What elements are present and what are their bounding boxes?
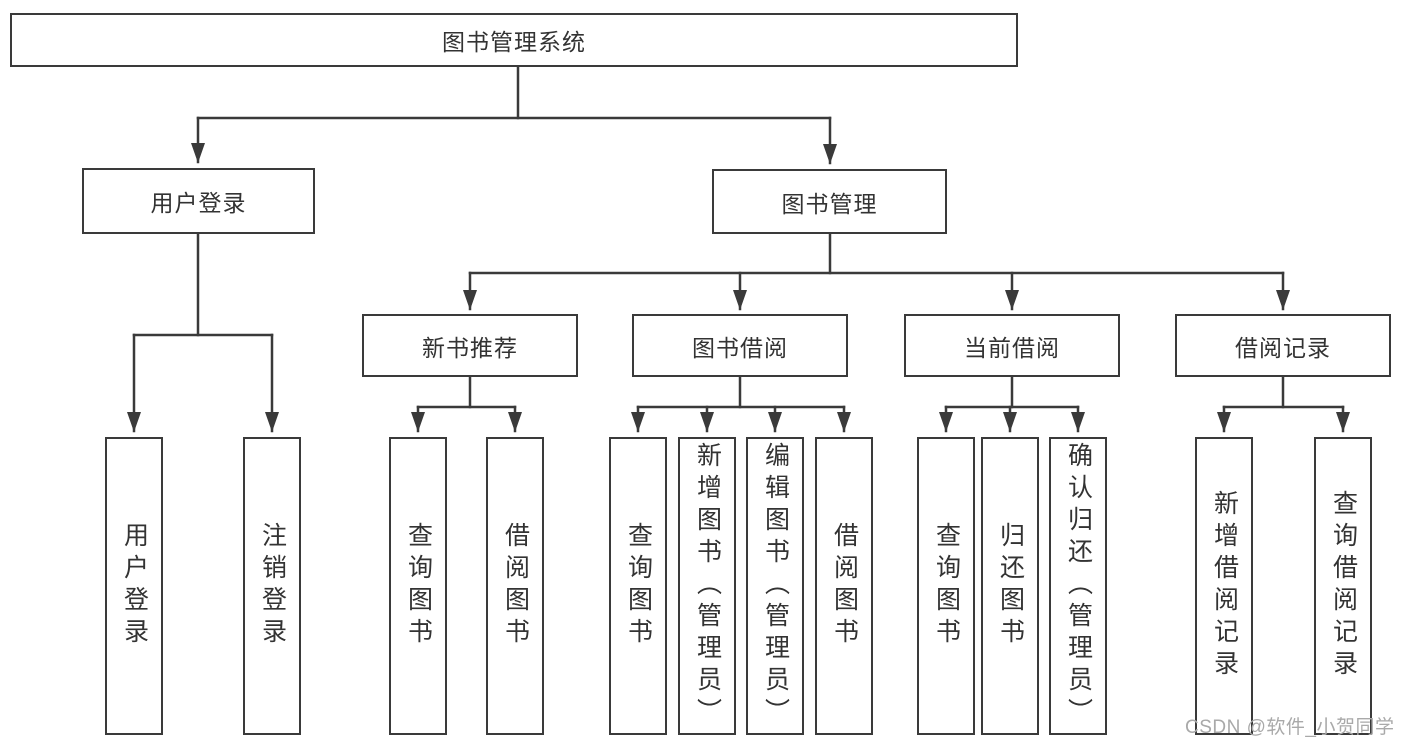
node-new-book-recommend: 新书推荐 [362,314,578,377]
node-add-book-admin: 新增图书（管理员） [678,437,736,735]
node-confirm-return-admin: 确认归还（管理员） [1049,437,1107,735]
node-library-system-label: 图书管理系统 [442,29,586,55]
node-logout-leaf: 注销登录 [243,437,301,735]
node-borrow-books-a-label: 借阅图书 [501,522,530,650]
node-borrow-books-b: 借阅图书 [815,437,873,735]
node-borrow-books-a: 借阅图书 [486,437,544,735]
node-current-borrow: 当前借阅 [904,314,1120,377]
node-confirm-return-admin-label: 确认归还（管理员） [1064,442,1093,730]
node-user-login-label: 用户登录 [150,190,247,216]
connector-group [127,65,1350,433]
node-add-book-admin-label: 新增图书（管理员） [693,442,722,730]
node-user-login-leaf-label: 用户登录 [120,522,149,650]
node-new-book-recommend-label: 新书推荐 [422,334,518,361]
node-book-borrow: 图书借阅 [632,314,848,377]
node-book-borrow-label: 图书借阅 [692,334,788,361]
node-query-books-b-label: 查询图书 [624,522,653,650]
node-borrow-records: 借阅记录 [1175,314,1391,377]
node-query-books-c-label: 查询图书 [932,522,961,650]
node-borrow-books-b-label: 借阅图书 [830,522,859,650]
node-book-management-label: 图书管理 [781,190,878,217]
node-add-borrow-record: 新增借阅记录 [1195,437,1253,735]
node-query-borrow-record-label: 查询借阅记录 [1329,490,1358,682]
node-user-login: 用户登录 [82,168,315,234]
watermark: CSDN @软件_小贺同学 [1185,717,1395,738]
node-book-management: 图书管理 [712,169,947,234]
node-add-borrow-record-label: 新增借阅记录 [1210,490,1239,682]
node-query-books-a-label: 查询图书 [404,522,433,650]
node-user-login-leaf: 用户登录 [105,437,163,735]
node-query-books-c: 查询图书 [917,437,975,735]
node-query-books-a: 查询图书 [389,437,447,735]
node-return-books-label: 归还图书 [996,522,1025,650]
node-edit-book-admin-label: 编辑图书（管理员） [761,442,790,730]
node-query-borrow-record: 查询借阅记录 [1314,437,1372,735]
node-logout-leaf-label: 注销登录 [258,522,287,650]
node-library-system: 图书管理系统 [10,13,1018,67]
node-query-books-b: 查询图书 [609,437,667,735]
node-edit-book-admin: 编辑图书（管理员） [746,437,804,735]
node-borrow-records-label: 借阅记录 [1235,334,1331,361]
node-current-borrow-label: 当前借阅 [964,334,1060,361]
node-return-books: 归还图书 [981,437,1039,735]
